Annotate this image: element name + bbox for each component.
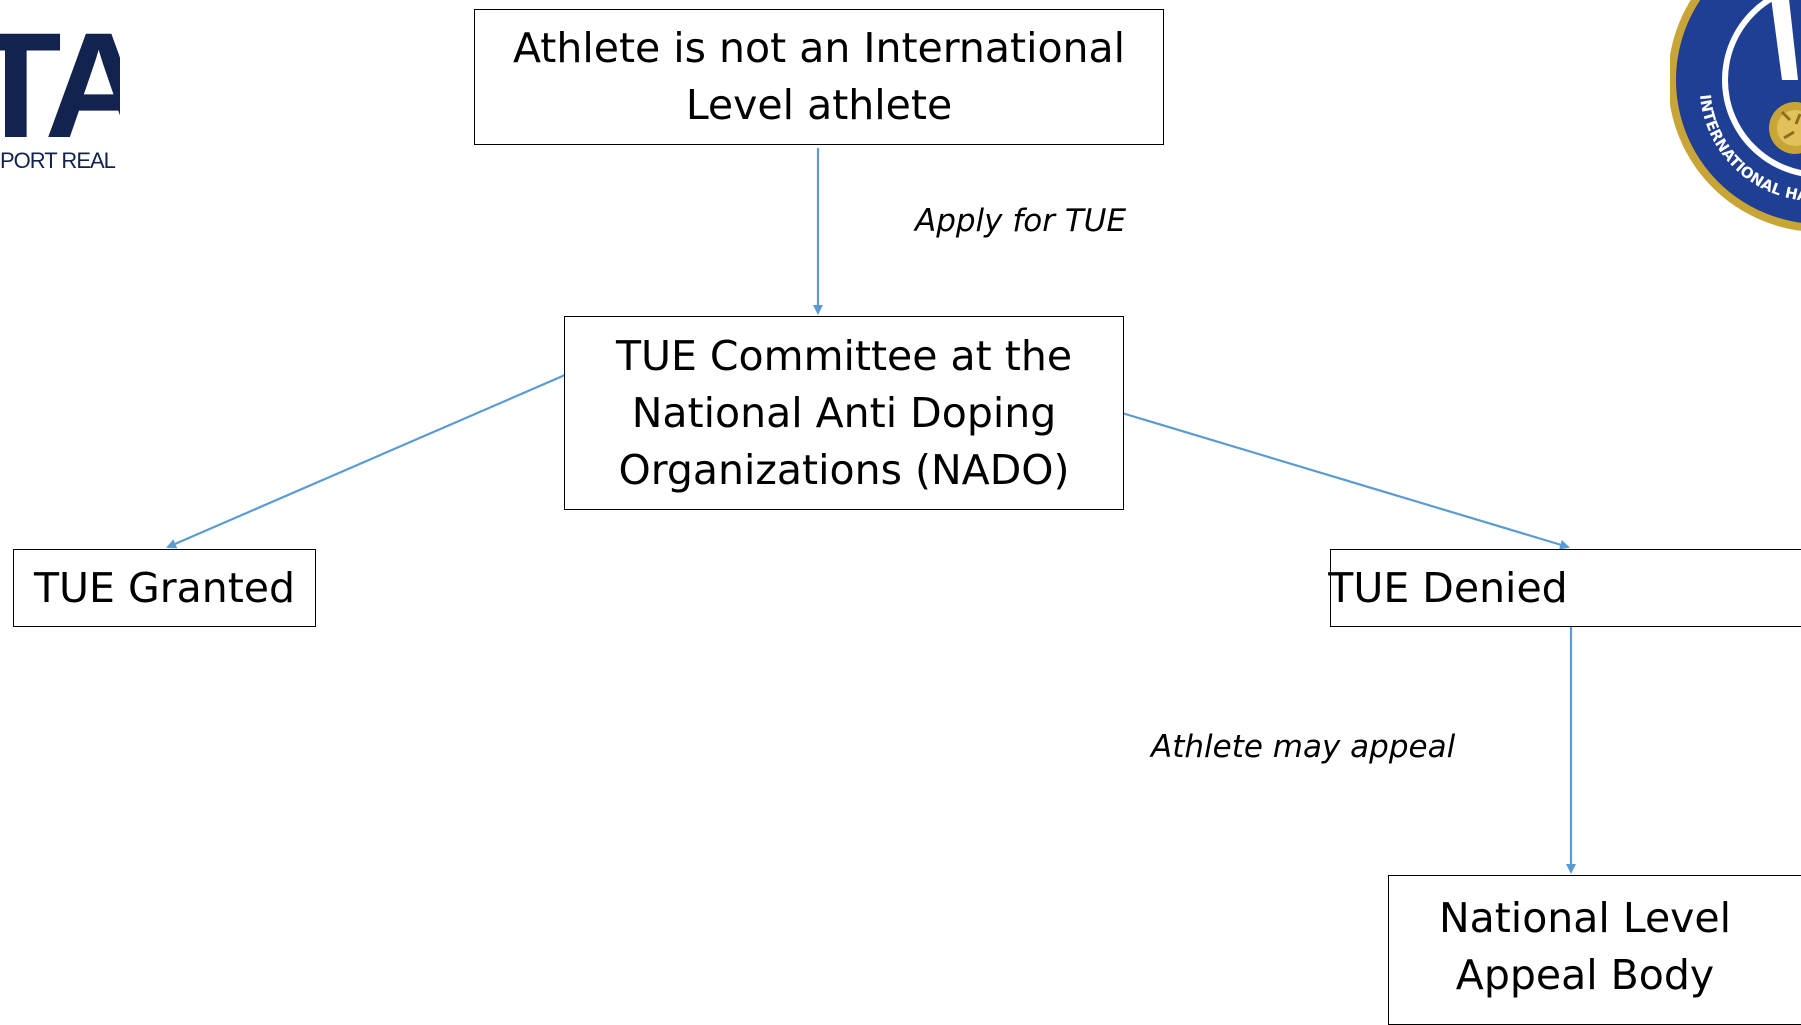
node-athlete-not-international: Athlete is not an International Level at…: [474, 9, 1164, 145]
left-logo-tagline: PORT REAL: [0, 148, 116, 173]
node-tue-denied: TUE Denied: [1328, 549, 1801, 627]
edge-label-apply-for-tue: Apply for TUE: [915, 203, 1127, 239]
node-tue-granted-label: TUE Granted: [33, 563, 296, 612]
left-logo-mark: TA: [0, 20, 120, 169]
right-federation-badge: INTERNATIONAL HA: [1670, 0, 1801, 240]
badge-emblem-icon: INTERNATIONAL HA: [1670, 0, 1801, 231]
node-tue-committee-nado-label: TUE Committee at the National Anti Dopin…: [615, 331, 1073, 494]
node-tue-granted: TUE Granted: [13, 549, 316, 627]
node-athlete-not-international-label: Athlete is not an International Level at…: [512, 24, 1126, 129]
node-tue-committee-nado: TUE Committee at the National Anti Dopin…: [564, 316, 1124, 510]
left-org-logo: TA PORT REAL: [0, 20, 120, 180]
arrow-committee-to-granted: [166, 373, 566, 549]
edge-label-athlete-may-appeal: Athlete may appeal: [1151, 729, 1456, 765]
arrow-committee-to-denied: [1121, 411, 1570, 550]
node-national-appeal-body-label: National Level Appeal Body: [1438, 894, 1732, 999]
node-tue-denied-label: TUE Denied: [1328, 563, 1568, 612]
node-national-appeal-body: National Level Appeal Body: [1388, 875, 1801, 1025]
